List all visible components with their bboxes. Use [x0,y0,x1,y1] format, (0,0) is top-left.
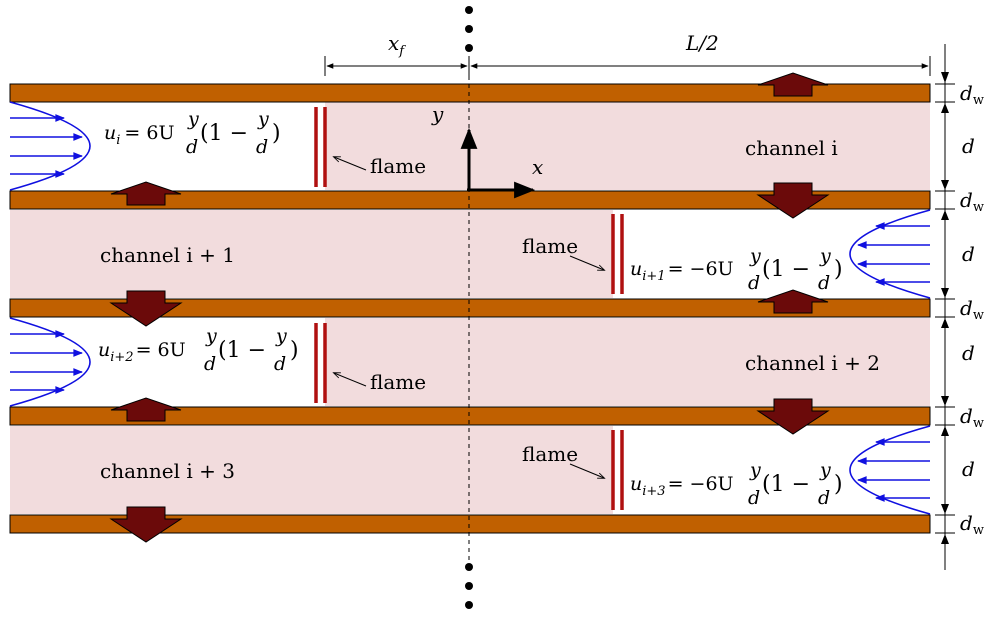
channel-i3-fill [10,426,613,514]
channel-label-i2: channel i + 2 [745,351,880,375]
svg-text:(1 −: (1 − [762,257,810,282]
svg-text:y: y [205,325,217,347]
flame-label: flame [522,234,578,258]
svg-text:(1 −: (1 − [200,121,248,146]
channel-label-i: channel i [745,136,838,160]
svg-text:): ) [834,257,843,282]
heat-arrow-down [756,182,830,219]
heat-arrow-down [109,290,183,327]
svg-text:d: d [186,136,198,158]
velocity-equation-i3: ui+3= −6U y d (1 − y d ) [630,459,843,509]
heat-flux-arrows [109,72,830,543]
svg-text:ui+1= −6U: ui+1= −6U [630,258,734,284]
velocity-equation-i1: ui+1= −6U y d (1 − y d ) [630,245,843,294]
walls [9,83,931,534]
svg-text:): ) [834,472,843,497]
right-dim-labels: dw d dw d dw d dw d dw [960,81,984,538]
velocity-equation-i2: ui+2= 6U y d (1 − y d ) [98,325,299,375]
top-dimensions: xf L/2 [324,31,931,76]
svg-text:y: y [749,245,761,267]
heat-arrow-up [757,72,829,97]
coordinate-axes: y x [431,102,543,199]
heat-arrow-down [109,506,183,543]
svg-text:y: y [819,245,831,267]
dw-label: dw [960,296,984,323]
svg-text:d: d [748,272,760,294]
channel-labels: channel i channel i + 1 channel i + 2 ch… [100,136,880,483]
flame-label: flame [370,370,426,394]
svg-text:ui+3= −6U: ui+3= −6U [630,473,734,499]
heat-arrow-up [757,289,829,314]
heat-arrow-up [110,397,182,422]
svg-text:ui= 6U: ui= 6U [104,122,174,148]
svg-text:d: d [256,136,268,158]
flames [314,107,624,510]
heat-arrow-down [756,398,830,435]
wall-4 [9,406,931,426]
wall-3 [9,298,931,318]
flame-labels: flame flame flame flame [334,154,604,478]
velocity-profile-i2 [9,317,91,407]
channel-fills [10,102,930,514]
velocity-profile-i3 [849,425,931,515]
svg-text:d: d [204,353,216,375]
flame-label: flame [370,154,426,178]
x-axis-label: x [532,155,543,179]
y-axis-label: y [431,102,444,126]
right-dimensions [935,44,955,570]
right-dim-arrowheads [941,72,949,544]
svg-text:y: y [819,459,831,481]
flame-label: flame [522,442,578,466]
svg-text:d: d [818,272,830,294]
channel-i2-fill [325,318,930,406]
d-label: d [962,134,975,158]
xf-label: xf [388,31,406,59]
continuation-dots-top [465,6,473,52]
heat-arrow-up [110,181,182,206]
dw-label: dw [960,511,984,538]
d-label: d [962,457,975,481]
svg-text:y: y [187,108,199,130]
d-label: d [962,341,975,365]
velocity-profile-i1 [849,209,931,299]
svg-text:y: y [275,325,287,347]
svg-text:d: d [274,353,286,375]
channel-label-i3: channel i + 3 [100,459,235,483]
wall-1 [9,83,931,103]
wall-5 [9,514,931,534]
channel-i1-fill [10,210,613,298]
dw-label: dw [960,404,984,431]
velocity-equation-i: ui= 6U y d (1 − y d ) [104,108,281,158]
dw-label: dw [960,188,984,215]
svg-text:(1 −: (1 − [218,338,266,363]
velocity-profile-i [9,101,91,191]
svg-text:d: d [748,487,760,509]
svg-text:): ) [272,121,281,146]
channel-i-fill [325,102,930,190]
continuation-dots-bottom [465,563,473,609]
svg-text:): ) [290,338,299,363]
half-length-label: L/2 [685,31,719,55]
svg-text:y: y [749,459,761,481]
velocity-profiles [9,101,931,515]
svg-text:d: d [818,487,830,509]
svg-text:(1 −: (1 − [762,472,810,497]
svg-text:y: y [257,108,269,130]
channel-label-i1: channel i + 1 [100,243,235,267]
dw-label: dw [960,81,984,108]
d-label: d [962,242,975,266]
svg-text:ui+2= 6U: ui+2= 6U [98,339,186,365]
